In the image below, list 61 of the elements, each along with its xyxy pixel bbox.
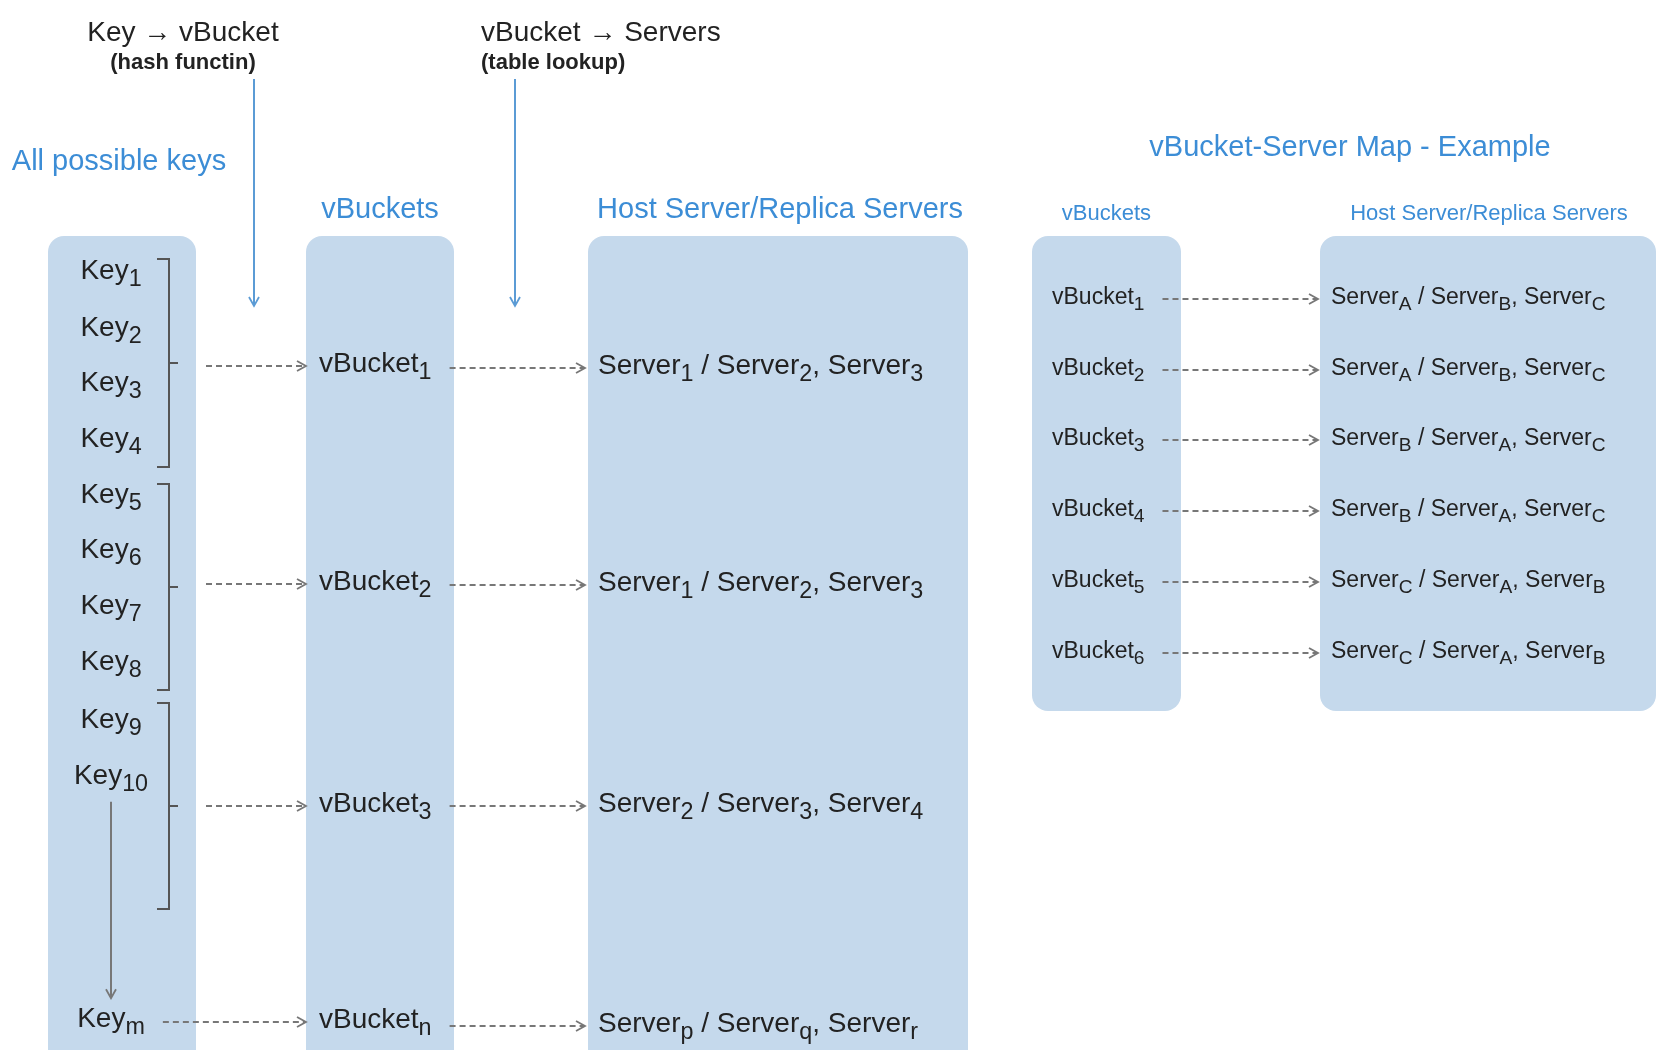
column-heading: Host Server/Replica Servers (1349, 199, 1629, 227)
bracket (156, 702, 180, 910)
bracket (156, 258, 180, 468)
arrow (205, 800, 307, 812)
vbucket-label: vBucket$_{n}$ (319, 1002, 432, 1042)
key-label: Key$_{9}$ (80, 702, 142, 742)
key-label: Key$_{1}$ (80, 253, 142, 293)
arrow (1161, 576, 1319, 588)
key-label: Key$_{4}$ (80, 421, 142, 461)
step-heading: vBucket → Servers (481, 15, 721, 49)
vbucket-label: vBucket$_{3}$ (319, 786, 432, 826)
column-heading: Host Server/Replica Servers (596, 191, 964, 226)
server-label: Server$_{p}$ / Server$_{q}$, Server$_{r}$ (598, 1006, 919, 1046)
step-heading: Key → vBucket (86, 15, 280, 49)
arrow (105, 800, 117, 1000)
server-label: Server$_{B}$ / Server$_{A}$, Server$_{C}$ (1331, 424, 1606, 456)
map-heading: vBucket-Server Map - Example (1148, 130, 1552, 163)
server-label: Server$_{A}$ / Server$_{B}$, Server$_{C}$ (1331, 283, 1606, 315)
key-label: Key$_{8}$ (80, 644, 142, 684)
server-label: Server$_{C}$ / Server$_{A}$, Server$_{B}$ (1331, 566, 1606, 598)
key-label: Key$_{7}$ (80, 588, 142, 628)
bracket (156, 483, 180, 691)
arrow (1161, 647, 1319, 659)
arrow (1161, 364, 1319, 376)
column-heading: vBuckets (1060, 199, 1153, 227)
server-label: Server$_{2}$ / Server$_{3}$, Server$_{4}$ (598, 786, 924, 826)
arrow (448, 579, 586, 591)
server-label: Server$_{1}$ / Server$_{2}$, Server$_{3}$ (598, 565, 924, 605)
arrow (1161, 434, 1319, 446)
server-label: Server$_{B}$ / Server$_{A}$, Server$_{C}$ (1331, 495, 1606, 527)
arrow (205, 578, 307, 590)
key-label: Key$_{3}$ (80, 365, 142, 405)
column-heading: vBuckets (320, 191, 440, 226)
arrow (248, 78, 260, 307)
key-label: Key$_{m}$ (77, 1001, 145, 1041)
arrow (448, 800, 586, 812)
vbucket-label: vBucket$_{4}$ (1052, 495, 1145, 527)
step-note: (table lookup) (481, 48, 627, 75)
vbucket-label: vBucket$_{6}$ (1052, 637, 1145, 669)
server-label: Server$_{1}$ / Server$_{2}$, Server$_{3}$ (598, 348, 924, 388)
vbucket-label: vBucket$_{2}$ (319, 564, 432, 604)
vbucket-label: vBucket$_{3}$ (1052, 424, 1145, 456)
server-label: Server$_{A}$ / Server$_{B}$, Server$_{C}$ (1331, 354, 1606, 386)
arrow (161, 1016, 307, 1028)
key-label: Key$_{6}$ (80, 532, 142, 572)
arrow (448, 362, 586, 374)
vbucket-label: vBucket$_{5}$ (1052, 566, 1145, 598)
server-label: Server$_{C}$ / Server$_{A}$, Server$_{B}$ (1331, 637, 1606, 669)
key-label: Key$_{5}$ (80, 477, 142, 517)
arrow (1161, 505, 1319, 517)
vbucket-label: vBucket$_{2}$ (1052, 354, 1145, 386)
column-heading: All possible keys (10, 143, 228, 178)
arrow (205, 360, 307, 372)
arrow (1161, 293, 1319, 305)
key-label: Key$_{2}$ (80, 310, 142, 350)
step-note: (hash functin) (109, 48, 257, 75)
arrow (448, 1020, 586, 1032)
vbucket-label: vBucket$_{1}$ (319, 346, 432, 386)
arrow (509, 78, 521, 307)
key-label: Key$_{10}$ (73, 758, 149, 798)
vbucket-label: vBucket$_{1}$ (1052, 283, 1145, 315)
